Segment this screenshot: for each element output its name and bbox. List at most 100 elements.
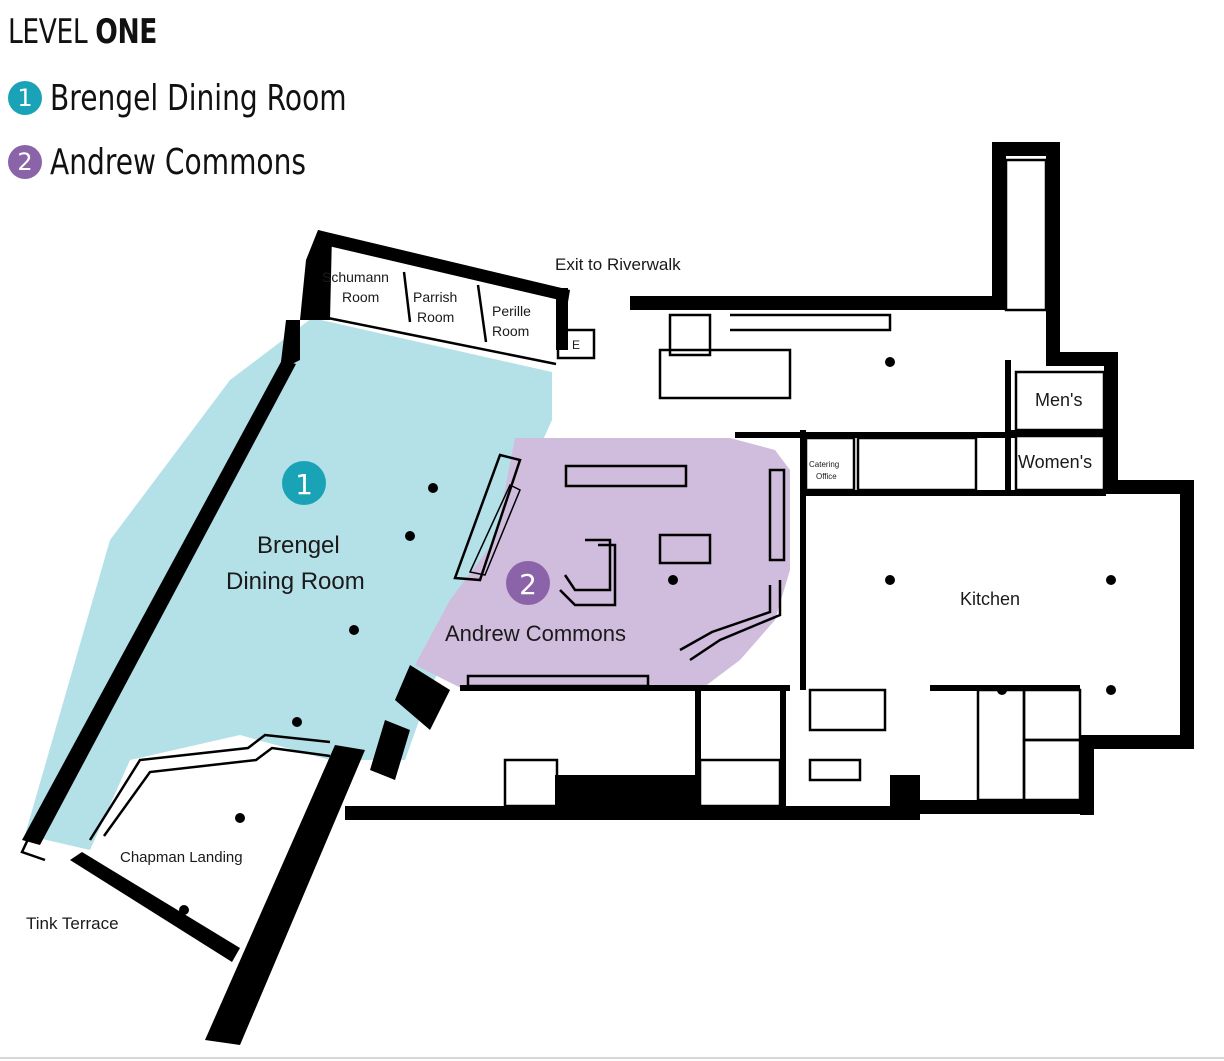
wall <box>695 690 701 806</box>
wall <box>1180 480 1194 748</box>
marker-1[interactable]: 1 <box>282 461 326 505</box>
label-parrish-2: Room <box>417 309 454 325</box>
wall <box>1080 735 1194 749</box>
label-andrew: Andrew Commons <box>445 621 626 646</box>
label-chapman: Chapman Landing <box>120 849 243 866</box>
counter <box>564 464 688 488</box>
label-schumann-2: Room <box>342 289 379 305</box>
marker-2-number: 2 <box>519 568 537 601</box>
lower-room <box>1022 688 1082 742</box>
wall-zigzag <box>88 733 331 841</box>
label-brengel-2: Dining Room <box>226 568 365 595</box>
wall <box>22 360 296 845</box>
zone-andrew[interactable] <box>415 438 790 690</box>
bottom-divider <box>0 1057 1224 1059</box>
column <box>349 625 359 635</box>
room-divider <box>317 314 557 366</box>
stairs-tower <box>1004 158 1048 312</box>
column <box>235 813 245 823</box>
wall <box>780 690 786 806</box>
wall <box>1005 430 1105 436</box>
column <box>1106 685 1116 695</box>
legend-badge-1: 1 <box>8 81 42 115</box>
counter <box>559 543 617 607</box>
counter <box>768 468 786 562</box>
legend-item-brengel: 1 Brengel Dining Room <box>8 77 430 119</box>
stairs <box>658 348 792 400</box>
legend-item-andrew: 2 Andrew Commons <box>8 141 378 183</box>
title-prefix: LEVEL <box>8 12 88 52</box>
room-e <box>556 328 596 360</box>
label-tink: Tink Terrace <box>26 914 119 933</box>
wall <box>1046 142 1060 354</box>
lower-room <box>503 758 559 808</box>
wall <box>555 775 700 815</box>
lower-room <box>698 758 782 808</box>
legend-badge-2: 2 <box>8 145 42 179</box>
label-perille-1: Perille <box>492 303 531 319</box>
wall <box>370 720 410 780</box>
label-perille-2: Room <box>492 323 529 339</box>
room-catering <box>804 436 856 492</box>
counter <box>679 585 772 652</box>
wall <box>800 430 806 690</box>
legend-label-brengel: Brengel Dining Room <box>50 77 347 119</box>
label-parrish-1: Parrish <box>413 289 457 305</box>
wall <box>890 775 920 815</box>
wall-zigzag <box>102 746 331 837</box>
marker-1-number: 1 <box>295 468 313 501</box>
wall <box>205 745 365 1045</box>
counter <box>468 483 521 576</box>
wall <box>806 490 1106 496</box>
stairs <box>668 313 712 357</box>
room-divider <box>402 271 412 323</box>
wall <box>1104 352 1118 482</box>
lower-room <box>808 758 862 782</box>
wall <box>460 685 790 691</box>
counter <box>563 538 612 592</box>
column <box>1106 575 1116 585</box>
lower-room <box>976 688 1026 802</box>
legend-label-andrew: Andrew Commons <box>50 141 307 183</box>
label-brengel-1: Brengel <box>257 532 340 559</box>
stairs <box>730 313 892 332</box>
counter <box>466 674 650 688</box>
wall <box>1080 735 1094 815</box>
column <box>179 905 189 915</box>
column <box>428 483 438 493</box>
label-catering-2: Office <box>816 472 837 481</box>
lower-room <box>808 688 887 732</box>
wall <box>918 800 1094 814</box>
wall <box>630 296 1006 310</box>
counter <box>689 580 782 662</box>
room-office <box>856 436 978 492</box>
wall <box>992 142 1006 310</box>
label-kitchen: Kitchen <box>960 589 1020 609</box>
wall <box>70 852 240 962</box>
door <box>20 834 46 862</box>
marker-2[interactable]: 2 <box>506 561 550 605</box>
wall <box>992 142 1058 156</box>
wall <box>1104 480 1194 494</box>
title-bold: ONE <box>95 12 157 52</box>
label-womens: Women's <box>1018 452 1092 472</box>
label-catering-1: Catering <box>809 460 839 469</box>
column <box>885 357 895 367</box>
lower-room <box>1022 738 1082 802</box>
counter <box>453 453 522 582</box>
room-mens <box>1014 370 1106 432</box>
marker-2-circle <box>506 561 550 605</box>
counter <box>658 533 712 565</box>
column <box>668 575 678 585</box>
column <box>885 575 895 585</box>
wall <box>1005 360 1011 490</box>
marker-1-circle <box>282 461 326 505</box>
wall <box>280 320 300 370</box>
page-title: LEVEL ONE <box>8 12 157 52</box>
wall <box>1046 352 1118 366</box>
label-e: E <box>572 338 580 352</box>
room-womens <box>1014 434 1106 492</box>
wall <box>300 230 332 320</box>
wall <box>318 230 570 302</box>
